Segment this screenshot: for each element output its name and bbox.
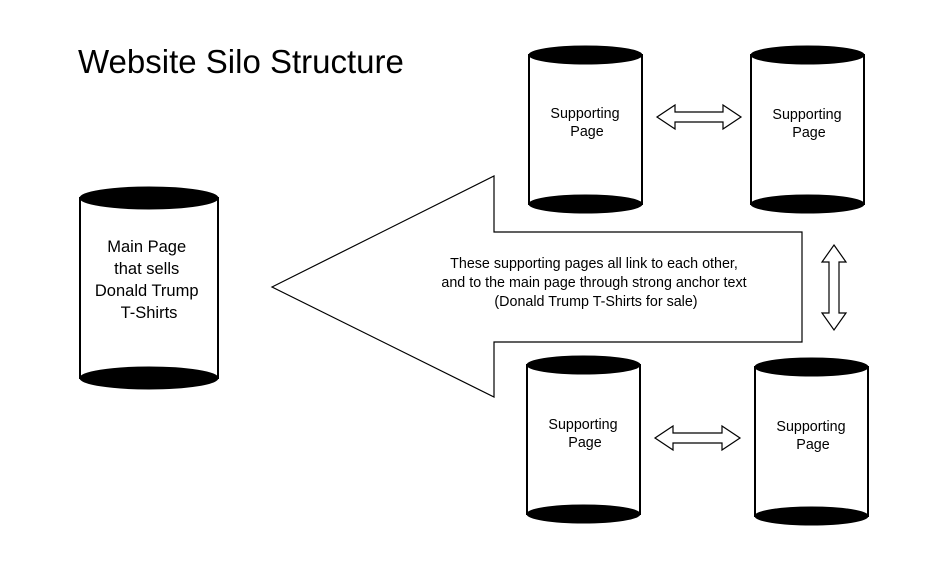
main-page-label-line: T-Shirts	[121, 304, 178, 322]
supporting-page-bottom-cap	[750, 194, 865, 214]
vertical-double-arrow	[820, 243, 848, 332]
main-page-bottom-cap	[79, 366, 219, 390]
supporting-page-label: Supporting Page	[548, 417, 621, 451]
supporting-page-bottom-cap	[754, 506, 869, 526]
supporting-page-cylinder: Supporting Page	[528, 45, 643, 214]
main-page-cylinder: Main Page that sells Donald Trump T-Shir…	[79, 186, 219, 390]
supporting-page-label: Supporting Page	[776, 419, 849, 453]
supporting-page-top-cap	[526, 355, 641, 375]
top-double-arrow	[655, 103, 743, 131]
supporting-page-label-line: Page	[570, 124, 603, 140]
supporting-page-bottom-cap	[528, 194, 643, 214]
supporting-page-label-line: Page	[568, 435, 601, 451]
supporting-page-label: Supporting Page	[550, 106, 623, 140]
main-page-label: Main Page that sells Donald Trump T-Shir…	[95, 238, 203, 322]
supporting-page-bottom-cap	[526, 504, 641, 524]
supporting-page-top-cap	[754, 357, 869, 377]
supporting-page-label-line: Page	[796, 437, 829, 453]
main-link-arrow	[270, 175, 803, 398]
supporting-page-cylinder: Supporting Page	[526, 355, 641, 524]
arrow-caption-line: (Donald Trump T-Shirts for sale)	[494, 294, 697, 310]
supporting-page-label-line: Supporting	[550, 106, 619, 122]
arrow-caption-line: and to the main page through strong anch…	[441, 275, 746, 291]
supporting-page-top-cap	[750, 45, 865, 65]
supporting-page-label-line: Supporting	[772, 107, 841, 123]
supporting-page-label-line: Supporting	[776, 419, 845, 435]
supporting-page-label-line: Page	[792, 125, 825, 141]
supporting-page-top-cap	[528, 45, 643, 65]
main-page-label-line: that sells	[114, 260, 179, 278]
supporting-page-label: Supporting Page	[772, 107, 845, 141]
supporting-page-label-line: Supporting	[548, 417, 617, 433]
supporting-page-cylinder: Supporting Page	[750, 45, 865, 214]
main-page-top-cap	[79, 186, 219, 210]
supporting-page-cylinder: Supporting Page	[754, 357, 869, 526]
arrow-caption-line: These supporting pages all link to each …	[450, 256, 738, 272]
diagram-title: Website Silo Structure	[78, 43, 404, 80]
main-page-label-line: Donald Trump	[95, 282, 199, 300]
arrow-caption: These supporting pages all link to each …	[441, 256, 750, 310]
bottom-double-arrow	[653, 424, 742, 452]
main-page-label-line: Main Page	[107, 238, 186, 256]
